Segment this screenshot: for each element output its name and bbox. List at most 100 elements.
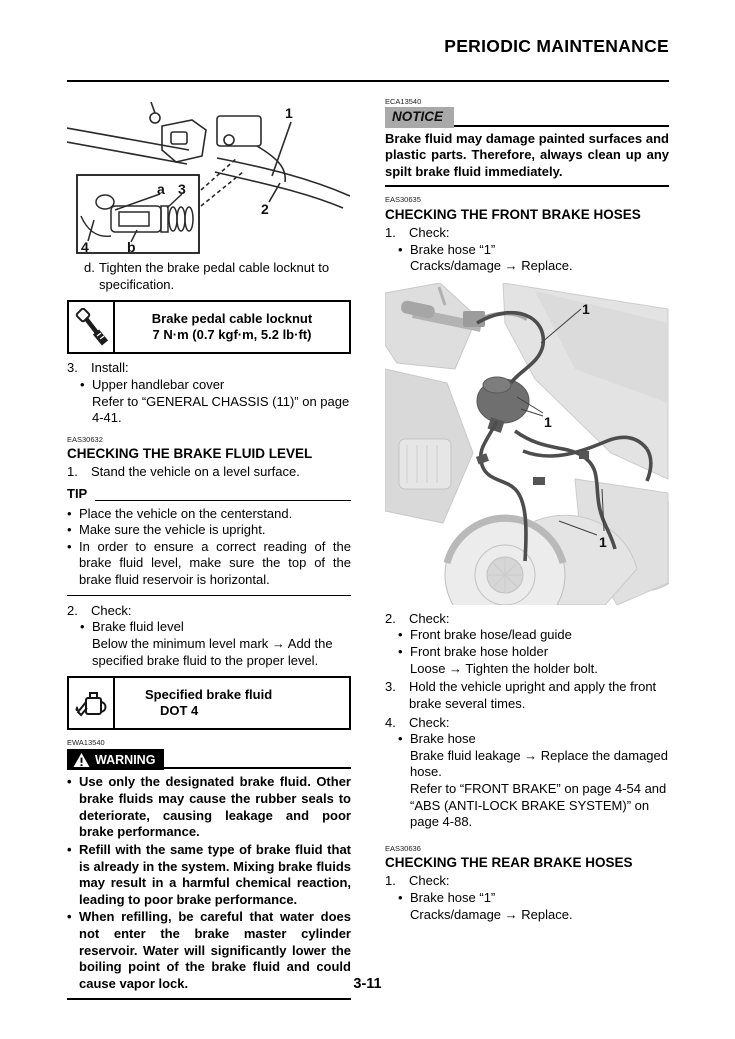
brake-fluid-spec-box: Specified brake fluid DOT 4 xyxy=(67,676,351,731)
rear-step-1-bullet-text: Brake hose “1” xyxy=(410,890,496,906)
torque-wrench-icon xyxy=(69,302,115,353)
warning-bullet-text: Use only the designated brake fluid. Oth… xyxy=(79,774,351,840)
photo-callout-1-bottom: 1 xyxy=(599,534,607,550)
warning-bullet: Use only the designated brake fluid. Oth… xyxy=(67,774,351,841)
rear-step-1: 1. Check: xyxy=(385,873,669,890)
oil-can-icon xyxy=(69,678,115,729)
rear-step-1-number: 1. xyxy=(385,873,396,889)
fluid-step-2-title: Check: xyxy=(91,602,132,618)
fluid-step-2: 2. Check: xyxy=(67,603,351,620)
warning-rule xyxy=(164,767,351,770)
fluid-step-2-bullet: Brake fluid level xyxy=(67,619,351,636)
front-step-1-number: 1. xyxy=(385,224,396,240)
section-code: EAS30632 xyxy=(67,434,103,444)
fluid-step-1-number: 1. xyxy=(67,464,78,480)
tip-bullet-text: In order to ensure a correct reading of … xyxy=(79,538,351,588)
warning-code: EWA13540 xyxy=(67,738,105,748)
front-step-2-bullet: Front brake hose/lead guide xyxy=(385,627,669,644)
substep-d: d. Tighten the brake pedal cable locknut… xyxy=(67,260,351,293)
front-brake-hoses-illustration: 1 1 1 xyxy=(385,282,669,605)
left-column: 1 2 a 3 b 4 d. Tighten the brake pedal c… xyxy=(67,96,351,1000)
front-step-1-bullet-text: Brake hose “1” xyxy=(410,241,496,257)
fluid-step-2-bullet-text: Brake fluid level xyxy=(92,619,184,635)
figure-brake-pedal-cable-diagram: 1 2 a 3 b 4 xyxy=(67,98,351,256)
step-3-bullet: Upper handlebar cover xyxy=(67,377,351,394)
figure-callout-4: 4 xyxy=(81,239,89,255)
figure-callout-2: 2 xyxy=(261,201,269,217)
warning-triangle-icon xyxy=(73,752,90,767)
front-step-4-result: Brake fluid leakage → Replace the damage… xyxy=(410,747,668,780)
front-step-1: 1. Check: xyxy=(385,225,669,242)
page-header: PERIODIC MAINTENANCE xyxy=(67,36,669,82)
substep-d-number: d. xyxy=(84,260,95,275)
photo-callout-1-middle: 1 xyxy=(544,414,552,430)
front-step-3: 3. Hold the vehicle upright and apply th… xyxy=(385,679,669,712)
notice-rule xyxy=(454,124,669,127)
brake-fluid-spec-value: DOT 4 xyxy=(160,703,199,719)
front-step-4-bullet-text: Brake hose xyxy=(410,731,476,747)
front-step-4-title: Check: xyxy=(409,714,450,730)
front-step-2-result: Loose → Tighten the holder bolt. xyxy=(410,660,598,676)
front-step-2-bullet: Front brake hose holder xyxy=(385,644,669,661)
front-step-2: 2. Check: xyxy=(385,611,669,628)
brake-fluid-spec-text: Specified brake fluid DOT 4 xyxy=(115,678,349,728)
warning-bullet: Refill with the same type of brake fluid… xyxy=(67,842,351,909)
figure-callout-b: b xyxy=(127,239,136,255)
tip-bullet: Make sure the vehicle is upright. xyxy=(67,522,351,539)
torque-spec-box: Brake pedal cable locknut 7 N·m (0.7 kgf… xyxy=(67,300,351,355)
step-3-bullet-text: Upper handlebar cover xyxy=(92,376,225,392)
warning-bullet-text: When refilling, be careful that water do… xyxy=(79,909,351,991)
torque-spec-text: Brake pedal cable locknut 7 N·m (0.7 kgf… xyxy=(115,302,349,352)
tip-bullet-text: Make sure the vehicle is upright. xyxy=(79,522,266,538)
tip-label: TIP xyxy=(67,485,88,501)
section-heading-front-brake-hoses: CHECKING THE FRONT BRAKE HOSES xyxy=(385,206,641,222)
brake-fluid-spec-title: Specified brake fluid xyxy=(145,686,273,702)
page-number: 3-11 xyxy=(353,976,382,992)
tip-header: TIP xyxy=(67,486,351,503)
rear-step-1-bullet: Brake hose “1” xyxy=(385,890,669,907)
front-step-4-number: 4. xyxy=(385,714,396,730)
front-step-4: 4. Check: xyxy=(385,715,669,732)
warning-label: WARNING xyxy=(95,752,156,767)
fluid-step-2-result: Below the minimum level mark → Add the s… xyxy=(92,635,333,668)
figure-callout-3: 3 xyxy=(178,181,186,197)
warning-badge: WARNING xyxy=(67,749,165,771)
warning-bullet-text: Refill with the same type of brake fluid… xyxy=(79,841,351,907)
page-header-title: PERIODIC MAINTENANCE xyxy=(444,36,669,56)
warning-bullet: When refilling, be careful that water do… xyxy=(67,909,351,992)
tip-bullet: In order to ensure a correct reading of … xyxy=(67,539,351,589)
front-step-2-title: Check: xyxy=(409,610,450,626)
figure-callout-1: 1 xyxy=(285,105,293,121)
photo-callout-1-top: 1 xyxy=(582,301,590,317)
front-step-3-text: Hold the vehicle upright and apply the f… xyxy=(409,679,657,711)
front-step-1-title: Check: xyxy=(409,224,450,240)
rear-step-1-result: Cracks/damage → Replace. xyxy=(410,906,573,922)
substep-d-text: Tighten the brake pedal cable locknut to… xyxy=(99,260,330,292)
step-3-title: Install: xyxy=(91,360,129,376)
notice-text: Brake fluid may damage painted surfaces … xyxy=(385,130,669,179)
figure-callout-a: a xyxy=(157,181,165,197)
tip-bullet-text: Place the vehicle on the centerstand. xyxy=(79,505,293,521)
front-step-1-result: Cracks/damage → Replace. xyxy=(410,258,573,274)
front-step-2-number: 2. xyxy=(385,610,396,626)
front-step-2-bullet-text: Front brake hose holder xyxy=(410,644,549,660)
figure-front-brake-hoses-photo: 1 1 1 xyxy=(385,282,669,605)
step-3-reference: Refer to “GENERAL CHASSIS (11)” on page … xyxy=(92,393,350,426)
section-heading-brake-fluid-level: CHECKING THE BRAKE FLUID LEVEL xyxy=(67,446,313,461)
warning-header: WARNING xyxy=(67,749,351,771)
step-3-number: 3. xyxy=(67,360,78,376)
front-step-1-bullet: Brake hose “1” xyxy=(385,242,669,259)
front-step-4-reference: Refer to “FRONT BRAKE” on page 4-54 and … xyxy=(410,781,667,830)
notice-end-rule xyxy=(385,185,669,188)
tip-bullet: Place the vehicle on the centerstand. xyxy=(67,506,351,523)
front-step-3-number: 3. xyxy=(385,679,396,695)
warning-end-rule xyxy=(67,997,351,1000)
torque-spec-title: Brake pedal cable locknut xyxy=(151,310,313,326)
notice-badge: NOTICE xyxy=(385,107,455,128)
right-column: ECA13540 NOTICE Brake fluid may damage p… xyxy=(385,96,669,1000)
torque-spec-value: 7 N·m (0.7 kgf·m, 5.2 lb·ft) xyxy=(152,327,312,343)
notice-code: ECA13540 xyxy=(385,97,422,106)
tip-rule xyxy=(95,499,351,501)
tip-end-rule xyxy=(67,594,351,596)
